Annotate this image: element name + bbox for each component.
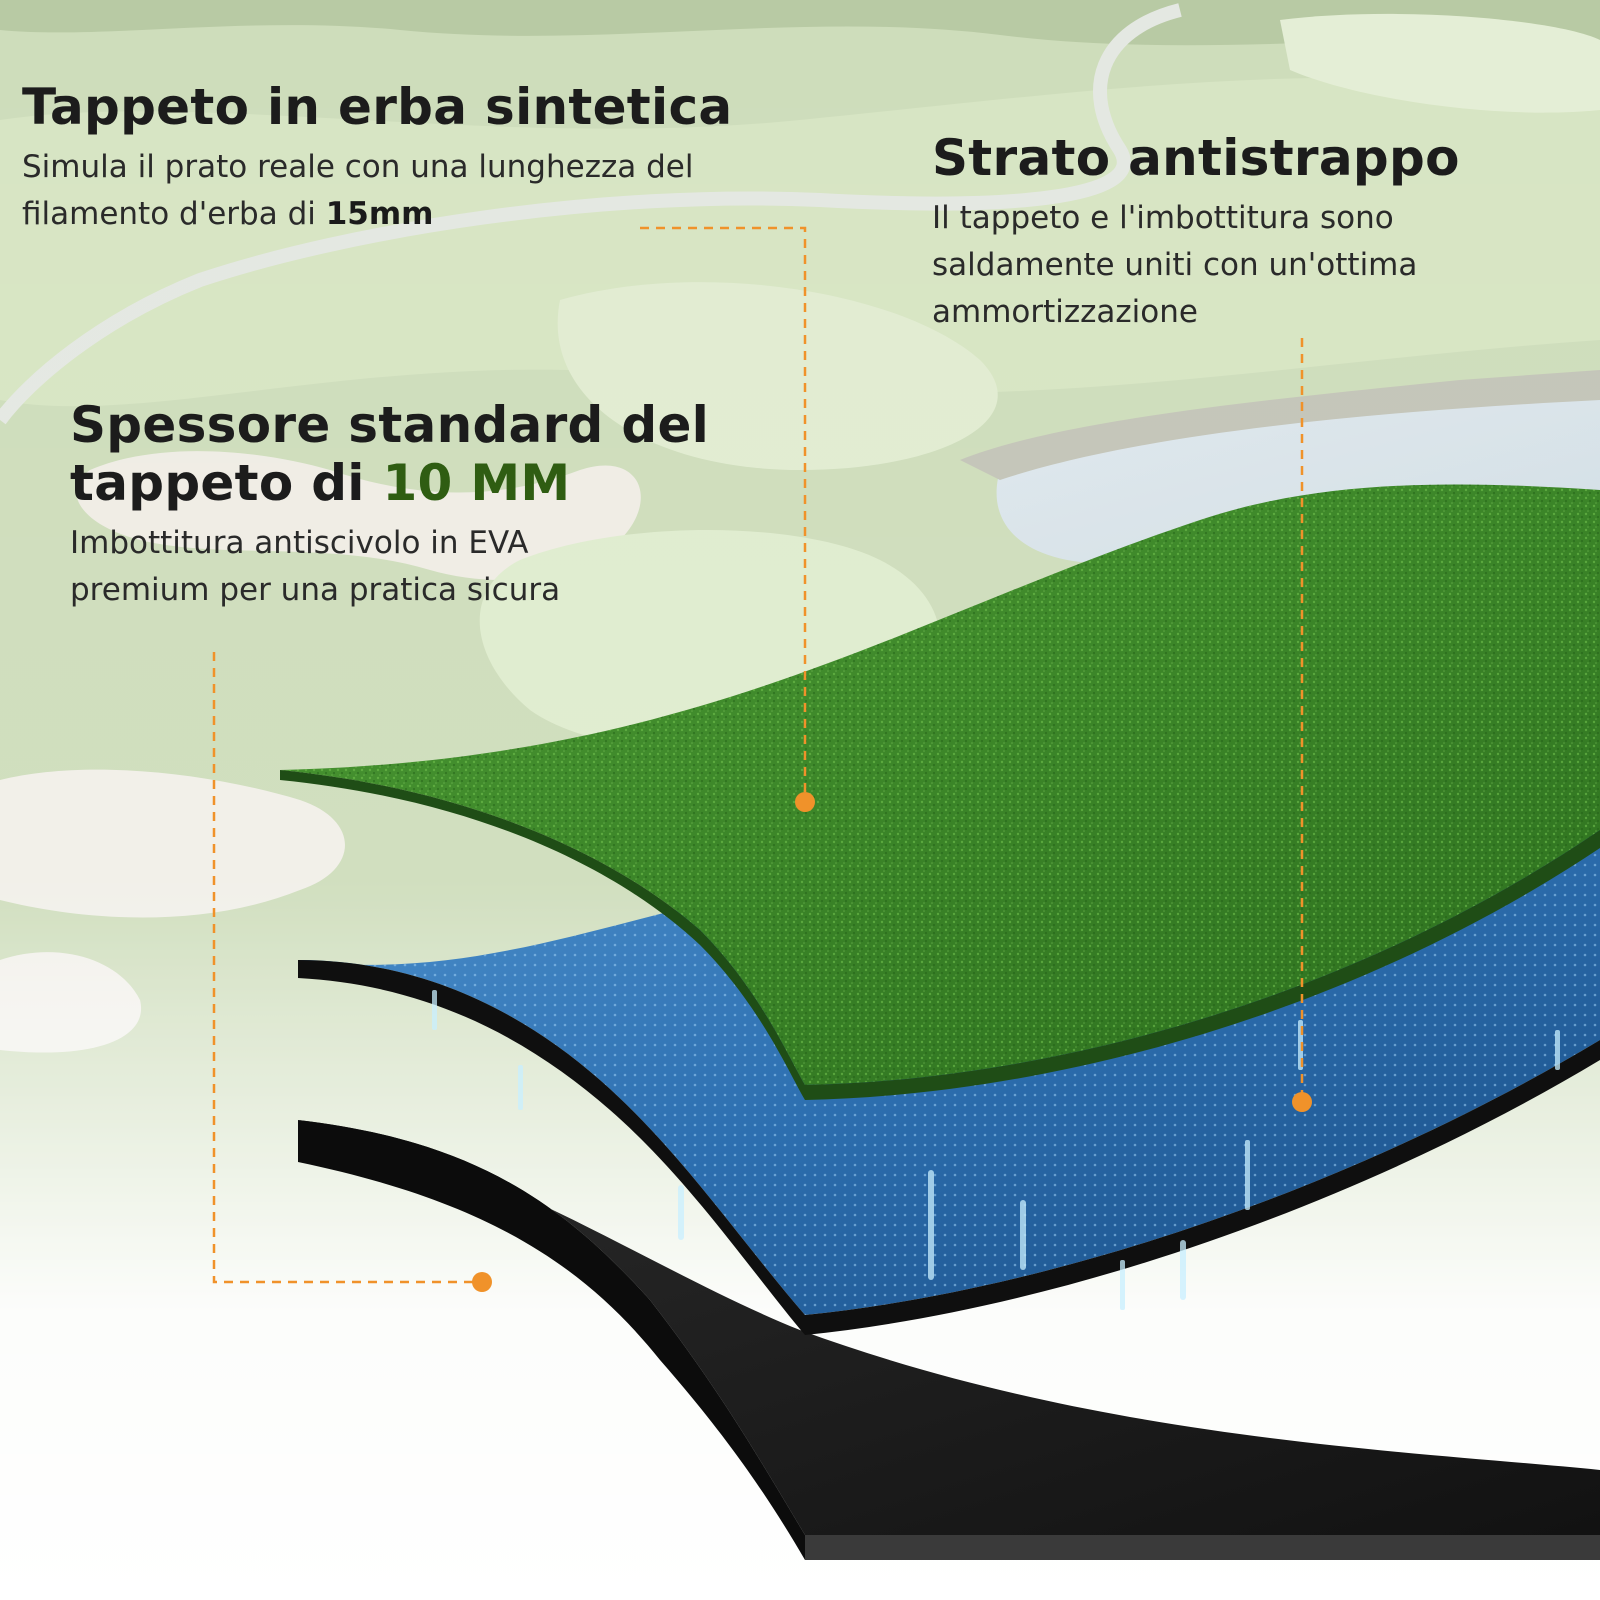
- rubber-base-layer: [298, 1120, 1600, 1560]
- callout-dot: [472, 1272, 492, 1292]
- callout-antistrappo-title: Strato antistrappo: [932, 129, 1460, 187]
- callout-dot: [1292, 1092, 1312, 1112]
- callout-turf-body: Simula il prato reale con una lunghezza …: [22, 144, 782, 238]
- callout-antistrappo: Strato antistrappo Il tappeto e l'imbott…: [932, 129, 1572, 336]
- callout-thickness-title: Spessore standard del tappeto di 10 MM: [70, 396, 760, 512]
- callout-dot: [795, 792, 815, 812]
- callout-line-turf: [640, 226, 807, 800]
- callout-thickness-body: Imbottitura antiscivolo in EVA premium p…: [70, 525, 561, 608]
- callout-turf-body-text: Simula il prato reale con una lunghezza …: [22, 149, 694, 232]
- callout-turf: Tappeto in erba sintetica Simula il prat…: [22, 78, 802, 238]
- turf-layer: [280, 484, 1600, 1100]
- callout-line-thickness: [212, 652, 480, 1284]
- callout-turf-highlight: 15mm: [325, 196, 434, 232]
- callout-turf-title: Tappeto in erba sintetica: [22, 78, 733, 136]
- callout-thickness: Spessore standard del tappeto di 10 MM I…: [70, 396, 770, 614]
- callout-thickness-title-text: Spessore standard del tappeto di: [70, 396, 710, 512]
- callout-antistrappo-body: Il tappeto e l'imbottitura sono saldamen…: [932, 200, 1418, 330]
- callout-thickness-highlight: 10 MM: [382, 454, 571, 512]
